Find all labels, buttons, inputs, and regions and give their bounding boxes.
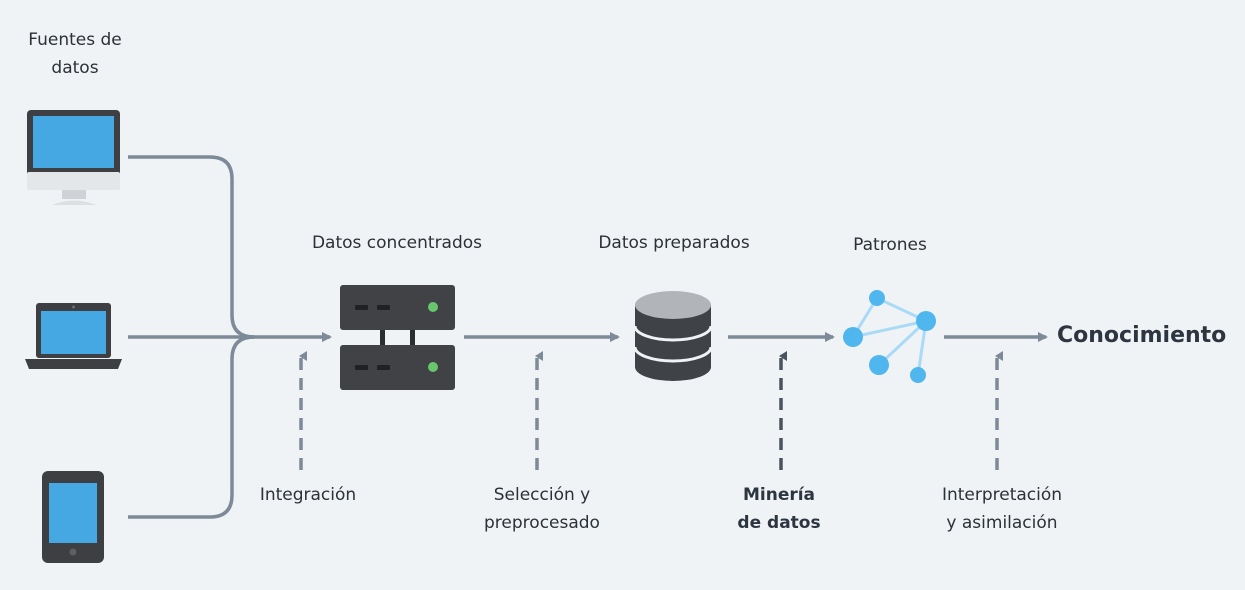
step-integration-line1: Integración	[259, 485, 357, 505]
sources-label: Fuentes de datos	[5, 26, 145, 82]
connector-desktop	[128, 155, 255, 339]
step-label-interpretation: Interpretación y asimilación	[912, 481, 1092, 537]
step-mining-line1: Minería	[742, 485, 816, 505]
server-icon	[340, 285, 455, 390]
step-interpretation-line2: y asimilación	[946, 513, 1058, 533]
step-selection-line1: Selección y	[493, 485, 591, 505]
desktop-monitor-icon	[27, 110, 120, 205]
database-icon	[633, 291, 713, 381]
patterns-label: Patrones	[853, 235, 927, 255]
step-mining-line2: de datos	[737, 513, 821, 533]
concentrated-data-label: Datos concentrados	[311, 233, 483, 253]
prepared-data-label: Datos preparados	[598, 233, 750, 253]
knowledge-label: Conocimiento	[1057, 323, 1227, 348]
source-connectors	[128, 155, 332, 519]
sources-label-line2: datos	[51, 58, 99, 78]
step-label-integration: Integración	[228, 481, 388, 509]
connector-tablet	[128, 335, 255, 519]
laptop-icon	[25, 303, 122, 369]
network-nodes-icon	[843, 290, 936, 383]
step-label-mining: Minería de datos	[699, 481, 859, 537]
sources-label-line1: Fuentes de	[28, 30, 122, 50]
tablet-icon	[42, 471, 104, 563]
step-label-selection: Selección y preprocesado	[462, 481, 622, 537]
step-interpretation-line1: Interpretación	[941, 485, 1063, 505]
step-selection-line2: preprocesado	[484, 513, 600, 533]
